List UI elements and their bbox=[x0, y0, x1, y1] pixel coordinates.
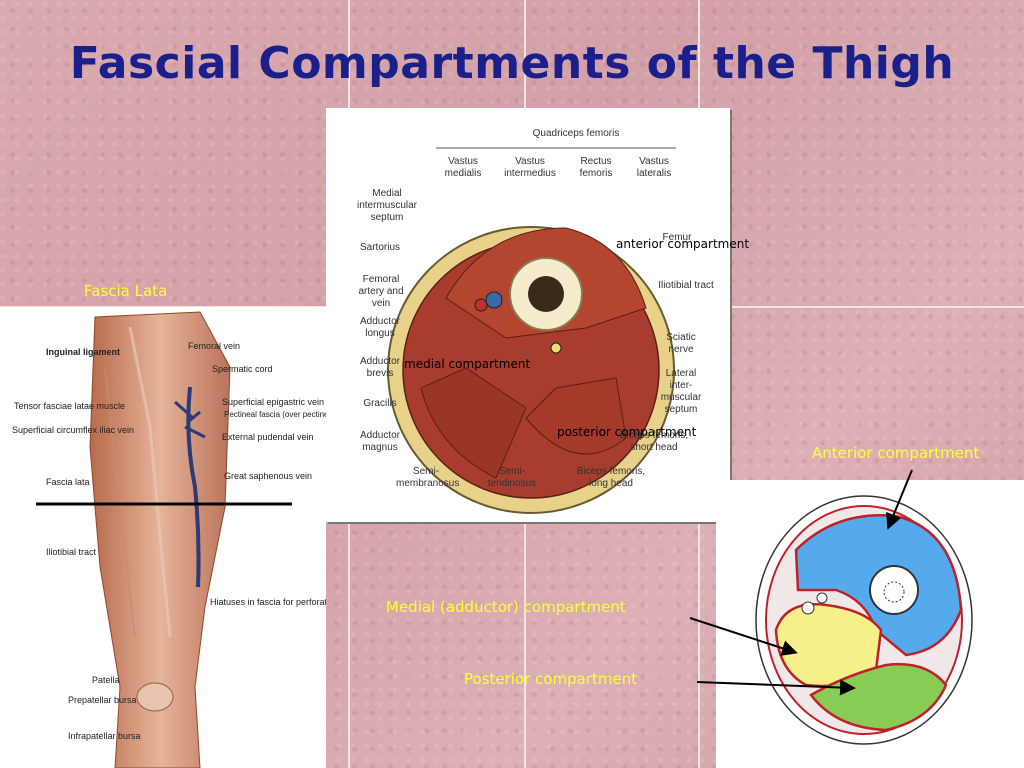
label-vastus-intermedius: Vastus intermedius bbox=[504, 156, 556, 179]
label-iliotibial-tract-xs: Iliotibial tract bbox=[658, 280, 714, 291]
label-tensor-fasciae-latae: Tensor fasciae latae muscle bbox=[14, 401, 126, 411]
label-lateral-intermuscular-septum: Lateral inter-muscular septum bbox=[660, 368, 702, 415]
label-medial-intermuscular-septum: Medial intermuscular septum bbox=[356, 188, 418, 223]
label-vastus-medialis: Vastus medialis bbox=[444, 156, 482, 179]
label-sciatic-nerve: Sciatic nerve bbox=[666, 332, 696, 355]
label-hiatuses: Hiatuses in fascia for perforating veins bbox=[210, 597, 326, 607]
overlay-medial-compartment: medial compartment bbox=[404, 357, 531, 371]
label-semimembranosus: Semi-membranosus bbox=[396, 466, 460, 489]
label-biceps-short-head: Biceps femoris, short head bbox=[619, 430, 689, 453]
slide-title: Fascial Compartments of the Thigh bbox=[69, 38, 955, 89]
label-adductor-brevis: Adductor brevis bbox=[359, 356, 401, 379]
overlay-posterior-compartment: posterior compartment bbox=[557, 425, 697, 439]
label-biceps-long-head: Biceps femoris, long head bbox=[576, 466, 646, 489]
label-external-pudendal-vein: External pudendal vein bbox=[222, 432, 314, 442]
compartments-diagram bbox=[716, 480, 1024, 768]
label-inguinal-ligament: Inguinal ligament bbox=[46, 347, 121, 357]
fascia-lata-caption: Fascia Lata bbox=[84, 282, 168, 300]
medial-compartment-label: Medial (adductor) compartment bbox=[386, 598, 626, 616]
label-quadriceps-femoris: Quadriceps femoris bbox=[532, 128, 620, 139]
label-superficial-circumflex-iliac-vein: Superficial circumflex iliac vein bbox=[12, 425, 135, 435]
label-femoral-artery-vein: Femoral artery and vein bbox=[358, 274, 404, 309]
label-infrapatellar-bursa: Infrapatellar bursa bbox=[68, 731, 141, 741]
label-patella: Patella bbox=[92, 675, 120, 685]
label-semitendinosus: Semi-tendinosus bbox=[487, 466, 537, 489]
label-sartorius: Sartorius bbox=[359, 242, 400, 253]
label-adductor-magnus: Adductor magnus bbox=[359, 430, 401, 453]
label-vastus-lateralis: Vastus lateralis bbox=[636, 156, 672, 179]
label-femoral-vein: Femoral vein bbox=[188, 341, 241, 351]
overlay-anterior-compartment: anterior compartment bbox=[616, 237, 750, 251]
label-gracilis: Gracilis bbox=[363, 398, 397, 409]
posterior-compartment-label: Posterior compartment bbox=[464, 670, 638, 688]
cross-section-figure: Quadriceps femoris Vastus medialis Vastu… bbox=[326, 108, 730, 522]
label-rectus-femoris: Rectus femoris bbox=[579, 156, 613, 179]
anterior-compartment-label: Anterior compartment bbox=[812, 444, 980, 462]
label-spermatic-cord: Spermatic cord bbox=[212, 364, 273, 374]
label-prepatellar-bursa: Prepatellar bursa bbox=[68, 695, 137, 705]
cross-section-illustration bbox=[387, 147, 676, 514]
label-great-saphenous-vein: Great saphenous vein bbox=[224, 471, 313, 481]
label-iliotibial-tract: Iliotibial tract bbox=[46, 547, 97, 557]
colored-cross-section bbox=[755, 495, 973, 745]
label-adductor-longus: Adductor longus bbox=[359, 316, 401, 339]
thigh-illustration bbox=[36, 311, 292, 768]
fascia-lata-figure: Inguinal ligament Femoral vein Spermatic… bbox=[0, 307, 326, 768]
label-fascia-lata: Fascia lata bbox=[46, 477, 90, 487]
label-superficial-epigastric-vein: Superficial epigastric vein bbox=[222, 397, 325, 407]
label-pectineal-fascia: Pectineal fascia (over pectineus muscle) bbox=[224, 410, 326, 419]
label-femur: Femur bbox=[662, 232, 692, 243]
